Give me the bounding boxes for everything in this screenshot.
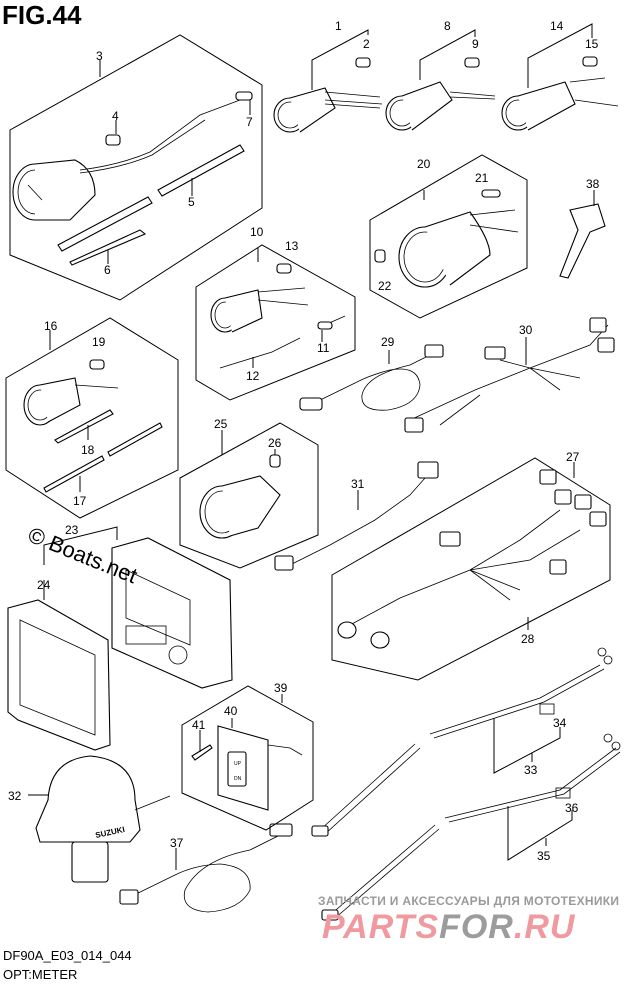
watermark-ru-tagline: ЗАПЧАСТИ И АКСЕССУАРЫ ДЛЯ МОТОТЕХНИКИ <box>318 894 620 908</box>
callout-33: 33 <box>524 763 538 777</box>
callout-18: 18 <box>81 443 95 457</box>
callout-40: 40 <box>224 704 238 718</box>
group-39-frame <box>181 685 314 831</box>
callout-25: 25 <box>214 417 228 431</box>
callout-12: 12 <box>246 369 260 383</box>
callout-14: 14 <box>550 19 564 33</box>
bulb-icon <box>105 134 121 146</box>
harness-icon <box>409 324 609 421</box>
callout-1: 1 <box>335 19 342 33</box>
part-group-39 <box>181 685 314 831</box>
group-10-frame <box>195 244 356 401</box>
extension-cable-icon <box>129 829 291 913</box>
callout-15: 15 <box>585 37 599 51</box>
group-20-frame <box>369 154 528 319</box>
tube-icon <box>43 455 105 493</box>
tube-icon <box>57 196 153 252</box>
callout-32: 32 <box>8 789 22 803</box>
callout-11: 11 <box>317 341 330 355</box>
callout-28: 28 <box>521 632 535 646</box>
callout-39: 39 <box>274 681 288 695</box>
callout-5: 5 <box>188 195 195 209</box>
callout-labels: 1 2 3 4 5 6 7 8 9 10 11 12 13 14 15 16 1… <box>8 19 600 863</box>
callout-9: 9 <box>472 37 479 51</box>
callout-21: 21 <box>475 171 489 185</box>
part-38 <box>559 190 606 279</box>
part-29 <box>299 344 444 411</box>
part-37 <box>119 823 293 913</box>
part-group-10 <box>195 244 356 401</box>
screw-icon <box>191 744 213 761</box>
callout-37: 37 <box>170 836 184 850</box>
callout-13: 13 <box>285 239 299 253</box>
multifunction-display-icon <box>111 537 233 689</box>
ru-logo-part-c: .RU <box>513 908 576 946</box>
callout-38: 38 <box>586 177 600 191</box>
part-group-35 <box>321 733 621 921</box>
callout-36: 36 <box>565 801 579 815</box>
callout-20: 20 <box>417 157 431 171</box>
harness-icon <box>349 509 581 626</box>
part-group-14 <box>501 23 619 131</box>
callout-26: 26 <box>268 436 282 450</box>
ru-logo-part-b: FOR <box>439 908 514 946</box>
harness-cable-icon <box>329 747 617 916</box>
callout-41: 41 <box>192 718 206 732</box>
callout-27: 27 <box>566 450 580 464</box>
callout-6: 6 <box>104 263 111 277</box>
gps-sensor-icon <box>35 755 141 843</box>
part-30 <box>404 317 615 433</box>
group-25-frame <box>179 422 319 569</box>
group-27-frame <box>331 457 611 681</box>
part-31 <box>274 461 439 571</box>
callout-31: 31 <box>351 477 365 491</box>
figure-name: OPT:METER <box>3 967 78 982</box>
harness-cable-icon <box>309 354 431 411</box>
part-group-3 <box>9 34 263 301</box>
part-group-20 <box>369 154 528 319</box>
group-3-frame <box>9 34 263 301</box>
part-group-16 <box>5 317 179 519</box>
callout-24: 24 <box>37 578 51 592</box>
callout-29: 29 <box>381 335 395 349</box>
callout-19: 19 <box>92 335 106 349</box>
ru-logo-part-a: PARTS <box>322 908 440 946</box>
callout-2: 2 <box>363 37 370 51</box>
callout-7: 7 <box>246 115 253 129</box>
switch-down-label: DN <box>234 776 242 782</box>
callout-34: 34 <box>553 716 567 730</box>
callout-3: 3 <box>96 49 103 63</box>
part-group-25 <box>179 422 319 569</box>
cable-tie-icon <box>54 409 114 444</box>
callout-16: 16 <box>44 319 58 333</box>
figure-title: FIG.44 <box>2 0 82 30</box>
trim-sender-icon <box>559 203 606 279</box>
extension-cable-icon <box>279 477 426 571</box>
figure-code: DF90A_E03_014_044 <box>3 948 132 963</box>
callout-35: 35 <box>537 849 551 863</box>
callout-8: 8 <box>444 19 451 33</box>
part-group-27 <box>331 457 611 681</box>
part-32 <box>28 755 171 883</box>
callout-30: 30 <box>519 323 533 337</box>
part-group-23 <box>7 526 233 751</box>
switch-up-label: UP <box>234 761 242 767</box>
callout-17: 17 <box>73 494 87 508</box>
group-16-frame <box>5 317 179 519</box>
callout-10: 10 <box>250 225 264 239</box>
callout-4: 4 <box>112 109 119 123</box>
part-group-1 <box>273 29 383 133</box>
harness-cable-icon <box>319 664 601 831</box>
part-group-33 <box>311 647 613 837</box>
cable-tie-icon <box>69 229 147 266</box>
display-cover-icon <box>7 599 111 751</box>
part-group-8 <box>385 29 496 131</box>
watermark-ru-logo: PARTSFOR.RU <box>322 908 575 947</box>
callout-22: 22 <box>378 279 392 293</box>
callout-23: 23 <box>65 523 79 537</box>
